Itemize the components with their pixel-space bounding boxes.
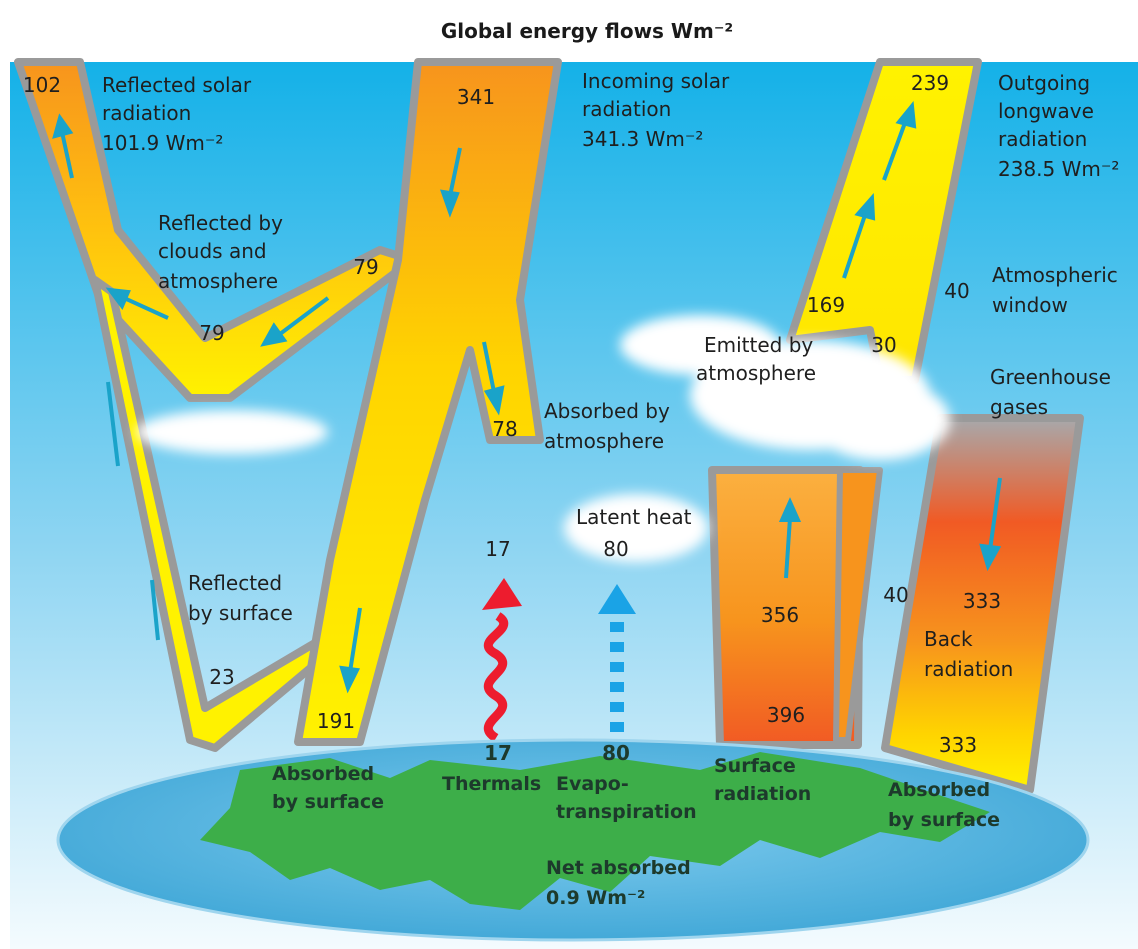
thermals-arrow xyxy=(482,578,522,742)
atmospheric-window-label-2: window xyxy=(992,293,1068,317)
absorbed-atmosphere-label-1: Absorbed by xyxy=(544,399,670,423)
thermals-label: Thermals xyxy=(442,773,541,795)
reflected-clouds-label-1: Reflected by xyxy=(158,211,283,235)
absorbed-surface-right-label-2: by surface xyxy=(888,809,1000,831)
absorbed-atmosphere-label-2: atmosphere xyxy=(544,429,664,453)
emitted-atmosphere-value-2: 30 xyxy=(871,333,896,357)
incoming-solar-band xyxy=(294,58,562,746)
earth-disc xyxy=(56,738,1090,942)
thermals-value: 17 xyxy=(484,741,512,765)
latent-heat-label: Latent heat xyxy=(576,505,692,529)
surface-radiation-label-1: Surface xyxy=(714,755,796,777)
emitted-atmosphere-value-1: 169 xyxy=(807,293,845,317)
incoming-solar-label-1: Incoming solar xyxy=(582,69,730,93)
evapotranspiration-arrow xyxy=(598,584,636,732)
reflected-surface-value: 23 xyxy=(209,665,234,689)
back-radiation-band xyxy=(881,414,1084,794)
net-absorbed-label-1: Net absorbed xyxy=(546,857,691,879)
atmospheric-window-label-1: Atmospheric xyxy=(992,263,1118,287)
flow-arrows xyxy=(52,100,1002,694)
evapotranspiration-label-2: transpiration xyxy=(556,801,697,823)
absorbed-atmosphere-value: 78 xyxy=(492,417,517,441)
outgoing-longwave-value: 239 xyxy=(911,71,949,95)
reflected-surface-label-1: Reflected xyxy=(188,571,282,595)
reflected-solar-label-3: 101.9 Wm⁻² xyxy=(102,131,223,155)
absorbed-surface-left-label-2: by surface xyxy=(272,791,384,813)
atmospheric-window-thin xyxy=(833,467,883,743)
back-radiation-top-value: 333 xyxy=(963,589,1001,613)
outgoing-longwave-label-4: 238.5 Wm⁻² xyxy=(998,157,1119,181)
absorbed-surface-right-label-1: Absorbed xyxy=(888,779,990,801)
diagram-title: Global energy flows Wm⁻² xyxy=(441,19,733,43)
emitted-atmosphere-label-1: Emitted by xyxy=(704,333,813,357)
greenhouse-label-1: Greenhouse xyxy=(990,365,1111,389)
outgoing-longwave-label-2: longwave xyxy=(998,99,1094,123)
atmospheric-window-value: 40 xyxy=(944,279,969,303)
cloud-left xyxy=(136,410,328,454)
evapotranspiration-label-1: Evapo- xyxy=(556,773,629,795)
absorbed-surface-left-label-1: Absorbed xyxy=(272,763,374,785)
continents-land xyxy=(200,752,990,910)
cloud-right xyxy=(620,315,950,460)
reflected-clouds-label-2: clouds and xyxy=(158,239,267,263)
reflected-clouds-value-out: 79 xyxy=(199,321,224,345)
surface-window-value: 40 xyxy=(883,583,908,607)
back-radiation-label-2: radiation xyxy=(924,657,1013,681)
outgoing-longwave-label-1: Outgoing xyxy=(998,71,1090,95)
emitted-atmosphere-label-2: atmosphere xyxy=(696,361,816,385)
reflected-surface-label-2: by surface xyxy=(188,601,293,625)
surface-radiation-label-2: radiation xyxy=(714,783,811,805)
reflected-solar-label-2: radiation xyxy=(102,101,191,125)
incoming-solar-label-2: radiation xyxy=(582,97,671,121)
latent-heat-value: 80 xyxy=(603,537,628,561)
net-absorbed-label-2: 0.9 Wm⁻² xyxy=(546,887,645,909)
surface-radiation-up-value: 356 xyxy=(761,603,799,627)
back-radiation-label-1: Back xyxy=(924,627,973,651)
back-radiation-bottom-value: 333 xyxy=(939,733,977,757)
reflected-clouds-value-in: 79 xyxy=(353,255,378,279)
reflected-solar-value: 102 xyxy=(23,73,61,97)
cloud-latent xyxy=(564,494,708,562)
thermals-top-value: 17 xyxy=(485,537,510,561)
evapotranspiration-value: 80 xyxy=(602,741,630,765)
surface-radiation-total-value: 396 xyxy=(767,703,805,727)
greenhouse-label-2: gases xyxy=(990,395,1048,419)
incoming-solar-label-3: 341.3 Wm⁻² xyxy=(582,127,703,151)
outgoing-longwave-label-3: radiation xyxy=(998,127,1087,151)
reflected-solar-label-1: Reflected solar xyxy=(102,73,252,97)
absorbed-surface-left-value: 191 xyxy=(317,709,355,733)
surface-radiation-band xyxy=(708,466,864,749)
incoming-solar-value: 341 xyxy=(457,85,495,109)
reflected-clouds-label-3: atmosphere xyxy=(158,269,278,293)
